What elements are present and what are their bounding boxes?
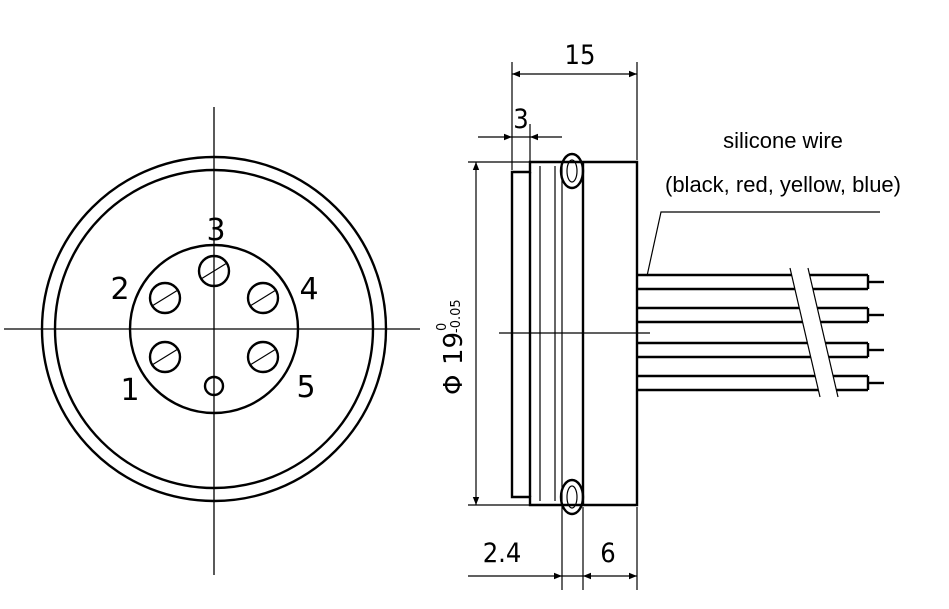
- front-view: 3 2 4 1 5: [4, 107, 420, 575]
- pin-3: [197, 254, 231, 288]
- pin-2: [148, 281, 182, 315]
- diameter-upper-tolerance: 0: [435, 323, 450, 331]
- pin-label-2: 2: [110, 272, 129, 307]
- pin-label-3: 3: [206, 213, 225, 248]
- outer-ring: [40, 155, 388, 503]
- dim-label-3: 3: [513, 104, 528, 135]
- dimension-body-length: 6: [583, 507, 638, 590]
- wire-break-line-left: [789, 267, 821, 398]
- wire-break-line-right: [807, 267, 839, 398]
- dimension-flange-thickness: 3: [478, 104, 562, 170]
- o-ring-bottom: [559, 478, 585, 516]
- vent-hole: [203, 375, 225, 397]
- pin-carrier-circle: [128, 243, 300, 415]
- pin-label-1: 1: [120, 373, 139, 408]
- wire-label-leader: [646, 211, 880, 277]
- dimension-overall-length: 15: [511, 40, 638, 170]
- wire-label-line1: silicone wire: [723, 128, 843, 153]
- wire-3: [637, 341, 884, 359]
- pin-1: [148, 340, 182, 374]
- side-view: silicone wire (black, red, yellow, blue)…: [435, 40, 901, 590]
- inner-ring: [53, 168, 375, 490]
- dimension-groove-offset: 2.4: [468, 503, 584, 590]
- dim-label-15: 15: [565, 40, 596, 71]
- pin-4: [246, 281, 280, 315]
- o-ring-top: [559, 152, 585, 190]
- pin-label-5: 5: [296, 370, 315, 405]
- pin-label-4: 4: [299, 272, 318, 307]
- diameter-lower-tolerance: -0.05: [449, 299, 464, 333]
- wire-1: [637, 273, 884, 291]
- wire-bundle: [637, 267, 884, 398]
- diameter-symbol: Φ: [439, 375, 469, 395]
- wire-break-gap: [790, 268, 838, 397]
- dimension-diameter: Φ 19 0 -0.05: [435, 161, 530, 506]
- wire-4: [637, 374, 884, 392]
- dim-label-6: 6: [600, 538, 615, 569]
- diameter-value: 19: [439, 332, 469, 365]
- wire-2: [637, 306, 884, 324]
- dim-label-2-4: 2.4: [483, 538, 522, 569]
- pin-5: [246, 340, 280, 374]
- wire-label-line2: (black, red, yellow, blue): [665, 172, 901, 197]
